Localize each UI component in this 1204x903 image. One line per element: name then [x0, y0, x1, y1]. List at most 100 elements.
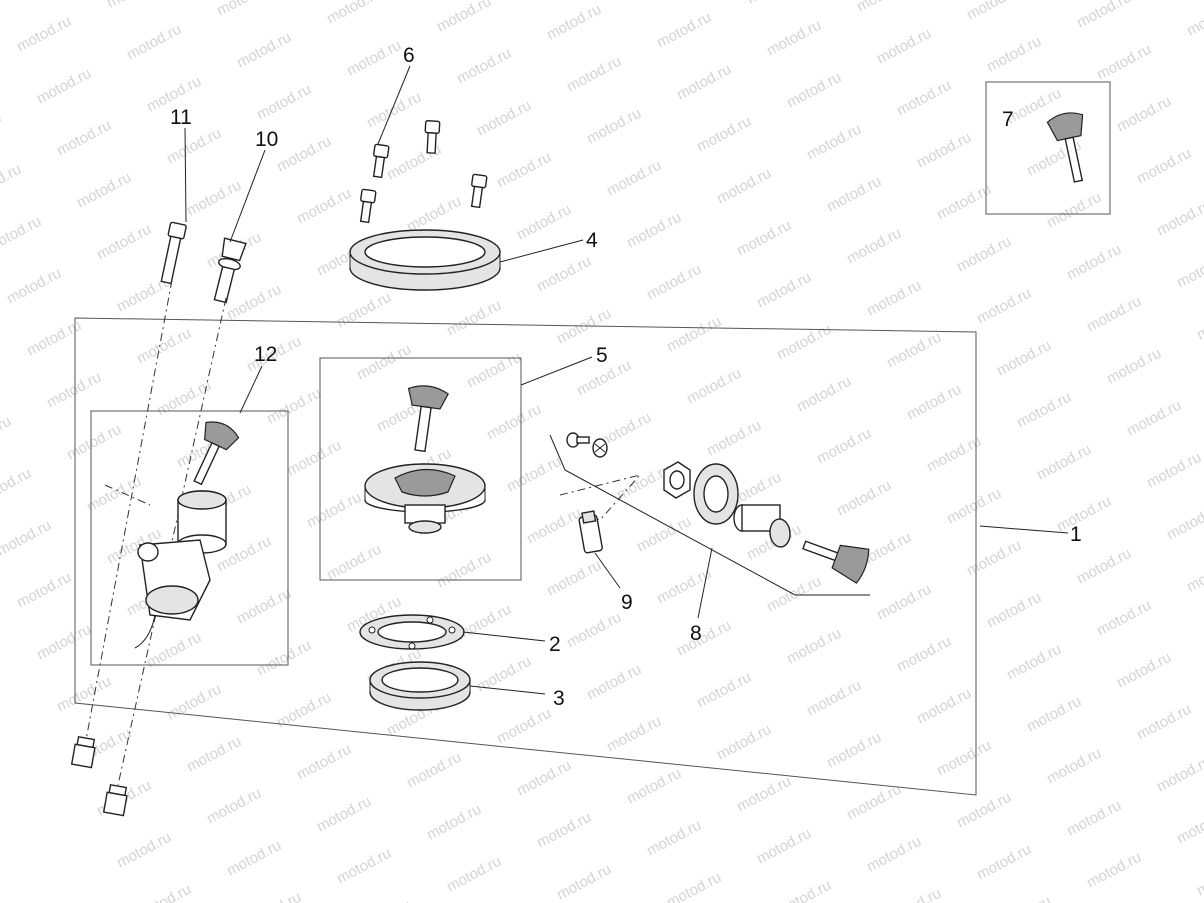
watermark-text: motod.ru: [784, 69, 844, 112]
callout-3: 3: [553, 687, 565, 710]
watermark-text: motod.ru: [274, 689, 334, 732]
watermark-text: motod.ru: [1044, 745, 1104, 788]
watermark-text: motod.ru: [184, 177, 244, 220]
watermark-text: motod.ru: [644, 817, 704, 860]
watermark-text: motod.ru: [674, 617, 734, 660]
watermark-text: motod.ru: [664, 869, 724, 903]
leader-line-3: [469, 685, 546, 695]
watermark-text: motod.ru: [934, 737, 994, 780]
watermark-text: motod.ru: [534, 253, 594, 296]
leader-line-4: [499, 239, 584, 263]
watermark-text: motod.ru: [234, 29, 294, 72]
watermark-text: motod.ru: [324, 541, 384, 584]
watermark-text: motod.ru: [514, 201, 574, 244]
watermark-text: motod.ru: [514, 757, 574, 800]
watermark-text: motod.ru: [434, 0, 494, 36]
watermark-text: motod.ru: [464, 349, 524, 392]
watermark-text: motod.ru: [404, 193, 464, 236]
watermark-text: motod.ru: [974, 841, 1034, 884]
watermark-text: motod.ru: [794, 373, 854, 416]
callout-4: 4: [586, 229, 598, 252]
watermark-text: motod.ru: [994, 337, 1054, 380]
callout-8: 8: [690, 622, 702, 645]
watermark-text: motod.ru: [494, 705, 554, 748]
watermark-text: motod.ru: [114, 829, 174, 872]
watermark-text: motod.ru: [364, 89, 424, 132]
callout-1: 1: [1070, 523, 1082, 546]
watermark-text: motod.ru: [654, 565, 714, 608]
watermark-text: motod.ru: [34, 621, 94, 664]
watermark-text: motod.ru: [74, 169, 134, 212]
washer: [592, 438, 608, 458]
watermark-text: motod.ru: [584, 105, 644, 148]
watermark-text: motod.ru: [674, 61, 734, 104]
watermark-text: motod.ru: [634, 513, 694, 556]
watermark-text: motod.ru: [954, 233, 1014, 276]
end-cap-part-10: [102, 784, 128, 817]
assembly-axis-line: [117, 297, 227, 786]
watermark-text: motod.ru: [884, 329, 944, 372]
watermark-text: motod.ru: [814, 425, 874, 468]
watermark-text: motod.ru: [0, 161, 24, 204]
watermark-text: motod.ru: [104, 0, 164, 12]
watermark-text: motod.ru: [1144, 449, 1204, 492]
fuel-cap-box: [319, 357, 522, 581]
watermark-text: motod.ru: [0, 109, 4, 152]
watermark-text: motod.ru: [874, 25, 934, 68]
watermark-text: motod.ru: [1184, 0, 1204, 40]
watermark-text: motod.ru: [684, 365, 744, 408]
watermark-text: motod.ru: [94, 221, 154, 264]
leader-line-1: [979, 525, 1069, 534]
callout-5: 5: [596, 344, 608, 367]
watermark-text: motod.ru: [604, 713, 664, 756]
leader-line-2: [462, 631, 546, 642]
watermark-text: motod.ru: [624, 209, 684, 252]
assembly-axis-line: [85, 279, 173, 741]
watermark-text: motod.ru: [1004, 641, 1064, 684]
watermark-text: motod.ru: [864, 277, 924, 320]
watermark-text: motod.ru: [444, 853, 504, 896]
watermark-text: motod.ru: [1194, 301, 1204, 344]
watermark-text: motod.ru: [934, 181, 994, 224]
watermark-text: motod.ru: [474, 653, 534, 696]
watermark-text: motod.ru: [154, 377, 214, 420]
watermark-text: motod.ru: [714, 721, 774, 764]
watermark-text: motod.ru: [964, 0, 1024, 24]
flange-ring-part-2: [359, 614, 465, 650]
watermark-text: motod.ru: [1124, 397, 1184, 440]
watermark-text: motod.ru: [834, 477, 894, 520]
watermark-text: motod.ru: [0, 0, 54, 4]
watermark-text: motod.ru: [4, 265, 64, 308]
watermark-text: motod.ru: [974, 285, 1034, 328]
leader-line-6: [377, 65, 411, 145]
watermark-text: motod.ru: [554, 861, 614, 903]
watermark-text: motod.ru: [304, 489, 364, 532]
watermark-text: motod.ru: [284, 437, 344, 480]
leader-line-9: [594, 552, 621, 589]
bolt-part-11: [160, 221, 187, 285]
watermark-text: motod.ru: [204, 785, 264, 828]
shear-bolt-part-10: [213, 237, 247, 304]
watermark-text: motod.ru: [644, 261, 704, 304]
ignition-switch-box: [90, 410, 289, 666]
watermark-text: motod.ru: [484, 401, 544, 444]
watermark-text: motod.ru: [844, 225, 904, 268]
watermark-text: motod.ru: [404, 749, 464, 792]
watermark-text: motod.ru: [774, 321, 834, 364]
watermark-text: motod.ru: [984, 589, 1044, 632]
watermark-text: motod.ru: [804, 677, 864, 720]
watermark-text: motod.ru: [1154, 197, 1204, 240]
watermark-text: motod.ru: [334, 845, 394, 888]
watermark-text: motod.ru: [14, 13, 74, 56]
watermark-text: motod.ru: [584, 661, 644, 704]
watermark-text: motod.ru: [314, 793, 374, 836]
watermark-text: motod.ru: [984, 33, 1044, 76]
watermark-text: motod.ru: [64, 421, 124, 464]
watermark-text: motod.ru: [1064, 241, 1124, 284]
watermark-text: motod.ru: [274, 133, 334, 176]
watermark-text: motod.ru: [1054, 493, 1114, 536]
small-screw: [566, 432, 590, 448]
watermark-text: motod.ru: [804, 121, 864, 164]
fuel-cap-part-5: [364, 385, 486, 534]
